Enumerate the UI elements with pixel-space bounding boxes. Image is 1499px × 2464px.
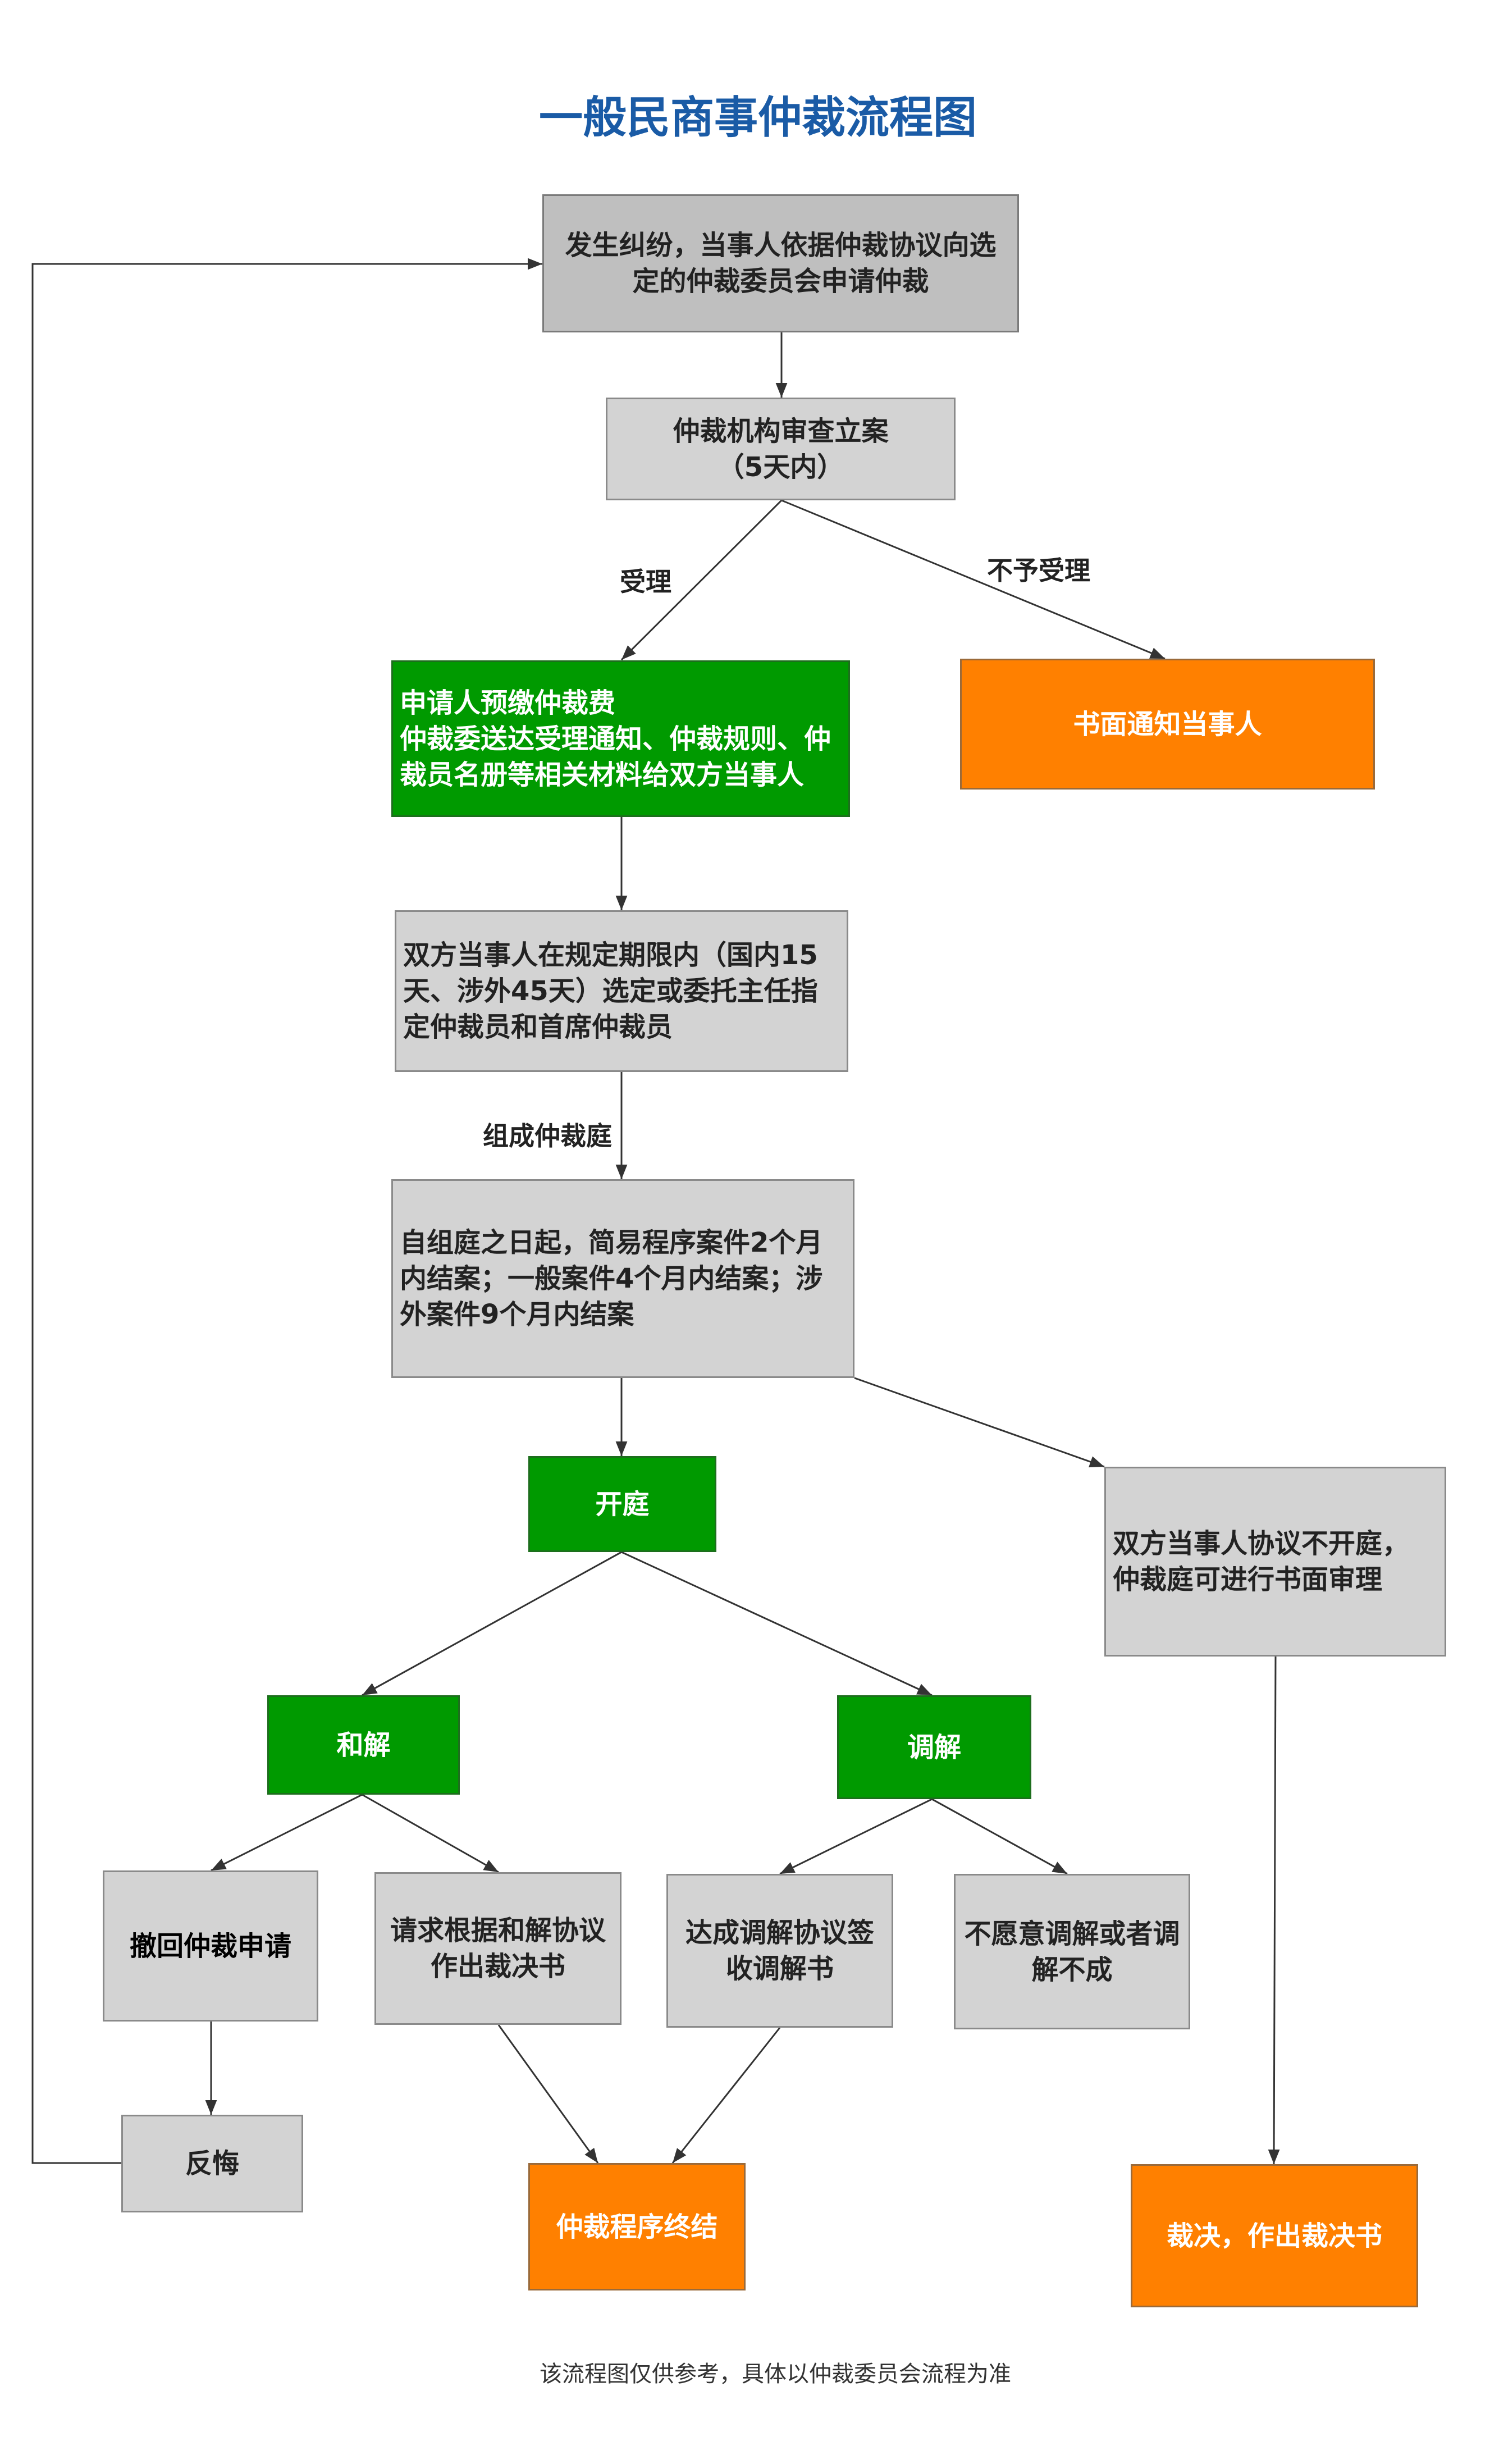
node-withdraw: 撤回仲裁申请 — [103, 1870, 318, 2022]
node-mediation-agreement-line-2: 收调解书 — [725, 1953, 834, 1984]
node-settlement: 和解 — [267, 1695, 460, 1795]
node-deadline-line-1: 自组庭之日起，简易程序案件2个月 — [400, 1227, 823, 1258]
footer-note: 该流程图仅供参考，具体以仲裁委员会流程为准 — [540, 2361, 1011, 2387]
node-review: 仲裁机构审查立案 （5天内） — [606, 398, 956, 500]
node-hearing: 开庭 — [528, 1456, 716, 1552]
node-deadline-line-2: 内结案；一般案件4个月内结案；涉 — [400, 1263, 823, 1294]
node-award-on-settlement-line-1: 请求根据和解协议 — [390, 1915, 606, 1946]
edge-label-reject: 不予受理 — [987, 555, 1090, 586]
diagram-title: 一般民商事仲裁流程图 — [538, 93, 977, 143]
node-termination-line-1: 仲裁程序终结 — [556, 2211, 718, 2243]
node-deadline: 自组庭之日起，简易程序案件2个月 内结案；一般案件4个月内结案；涉 外案件9个月… — [391, 1179, 854, 1378]
node-mediation: 调解 — [837, 1695, 1031, 1799]
arrow-regret-back-to-dispute — [31, 258, 542, 2164]
arrow-written-review-to-award — [1268, 1656, 1280, 2165]
node-written-review-line-1: 双方当事人协议不开庭， — [1113, 1528, 1410, 1559]
node-select-arbitrators-line-3: 定仲裁员和首席仲裁员 — [403, 1011, 673, 1043]
node-select-arbitrators-line-2: 天、涉外45天）选定或委托主任指 — [403, 975, 818, 1007]
node-mediation-failed-line-1: 不愿意调解或者调 — [964, 1918, 1180, 1950]
node-prepay-line-3: 裁员名册等相关材料给双方当事人 — [400, 759, 805, 791]
arrow-award-request-to-termination — [497, 2024, 599, 2164]
edge-label-form-tribunal: 组成仲裁庭 — [483, 1121, 612, 1151]
node-select-arbitrators-line-1: 双方当事人在规定期限内（国内15 — [403, 939, 818, 971]
node-regret-line-1: 反悔 — [185, 2148, 239, 2179]
node-regret: 反悔 — [121, 2115, 303, 2212]
node-dispute: 发生纠纷，当事人依据仲裁协议向选 定的仲裁委员会申请仲裁 — [542, 194, 1019, 332]
arrow-mediation-to-failed — [931, 1798, 1068, 1875]
node-prepay: 申请人预缴仲裁费 仲裁委送达受理通知、仲裁规则、仲 裁员名册等相关材料给双方当事… — [391, 660, 850, 817]
node-award-on-settlement: 请求根据和解协议 作出裁决书 — [374, 1872, 621, 2025]
edge-label-accept: 受理 — [620, 567, 671, 597]
node-mediation-line-1: 调解 — [907, 1731, 961, 1763]
arrow-deadline-to-written-review — [854, 1377, 1105, 1468]
node-award: 裁决，作出裁决书 — [1131, 2164, 1418, 2307]
node-mediation-agreement-line-1: 达成调解协议签 — [685, 1917, 874, 1949]
arrow-review-to-prepay — [620, 499, 783, 661]
node-mediation-failed-line-2: 解不成 — [1031, 1954, 1113, 1986]
arrow-hearing-to-settlement — [362, 1551, 622, 1696]
node-review-line-1: 仲裁机构审查立案 — [673, 415, 889, 447]
node-dispute-line-2: 定的仲裁委员会申请仲裁 — [632, 266, 929, 297]
node-select-arbitrators: 双方当事人在规定期限内（国内15 天、涉外45天）选定或委托主任指 定仲裁员和首… — [395, 910, 848, 1072]
node-written-review-line-2: 仲裁庭可进行书面审理 — [1113, 1564, 1383, 1595]
arrow-hearing-to-mediation — [621, 1551, 933, 1696]
node-withdraw-line-1: 撤回仲裁申请 — [129, 1930, 291, 1962]
node-mediation-agreement: 达成调解协议签 收调解书 — [666, 1874, 893, 2028]
node-settlement-line-1: 和解 — [336, 1729, 391, 1761]
node-hearing-line-1: 开庭 — [595, 1488, 650, 1520]
node-prepay-line-1: 申请人预缴仲裁费 — [400, 687, 616, 719]
arrow-review-to-notify — [781, 499, 1166, 660]
arrow-agreement-to-termination — [671, 2027, 781, 2164]
node-award-line-1: 裁决，作出裁决书 — [1166, 2220, 1382, 2252]
arrow-settlement-to-award-request — [362, 1794, 499, 1873]
node-dispute-line-1: 发生纠纷，当事人依据仲裁协议向选 — [565, 230, 997, 261]
node-mediation-failed: 不愿意调解或者调 解不成 — [954, 1874, 1190, 2029]
node-review-line-2: （5天内） — [717, 451, 844, 483]
node-notify-line-1: 书面通知当事人 — [1073, 708, 1262, 740]
node-notify: 书面通知当事人 — [960, 659, 1375, 790]
arrow-settlement-to-withdraw — [211, 1794, 363, 1872]
node-termination: 仲裁程序终结 — [528, 2163, 746, 2290]
node-deadline-line-3: 外案件9个月内结案 — [400, 1299, 634, 1330]
node-prepay-line-2: 仲裁委送达受理通知、仲裁规则、仲 — [400, 723, 831, 755]
node-award-on-settlement-line-2: 作出裁决书 — [430, 1951, 565, 1982]
arrow-mediation-to-agreement — [779, 1798, 933, 1875]
node-written-review: 双方当事人协议不开庭， 仲裁庭可进行书面审理 — [1104, 1467, 1446, 1657]
